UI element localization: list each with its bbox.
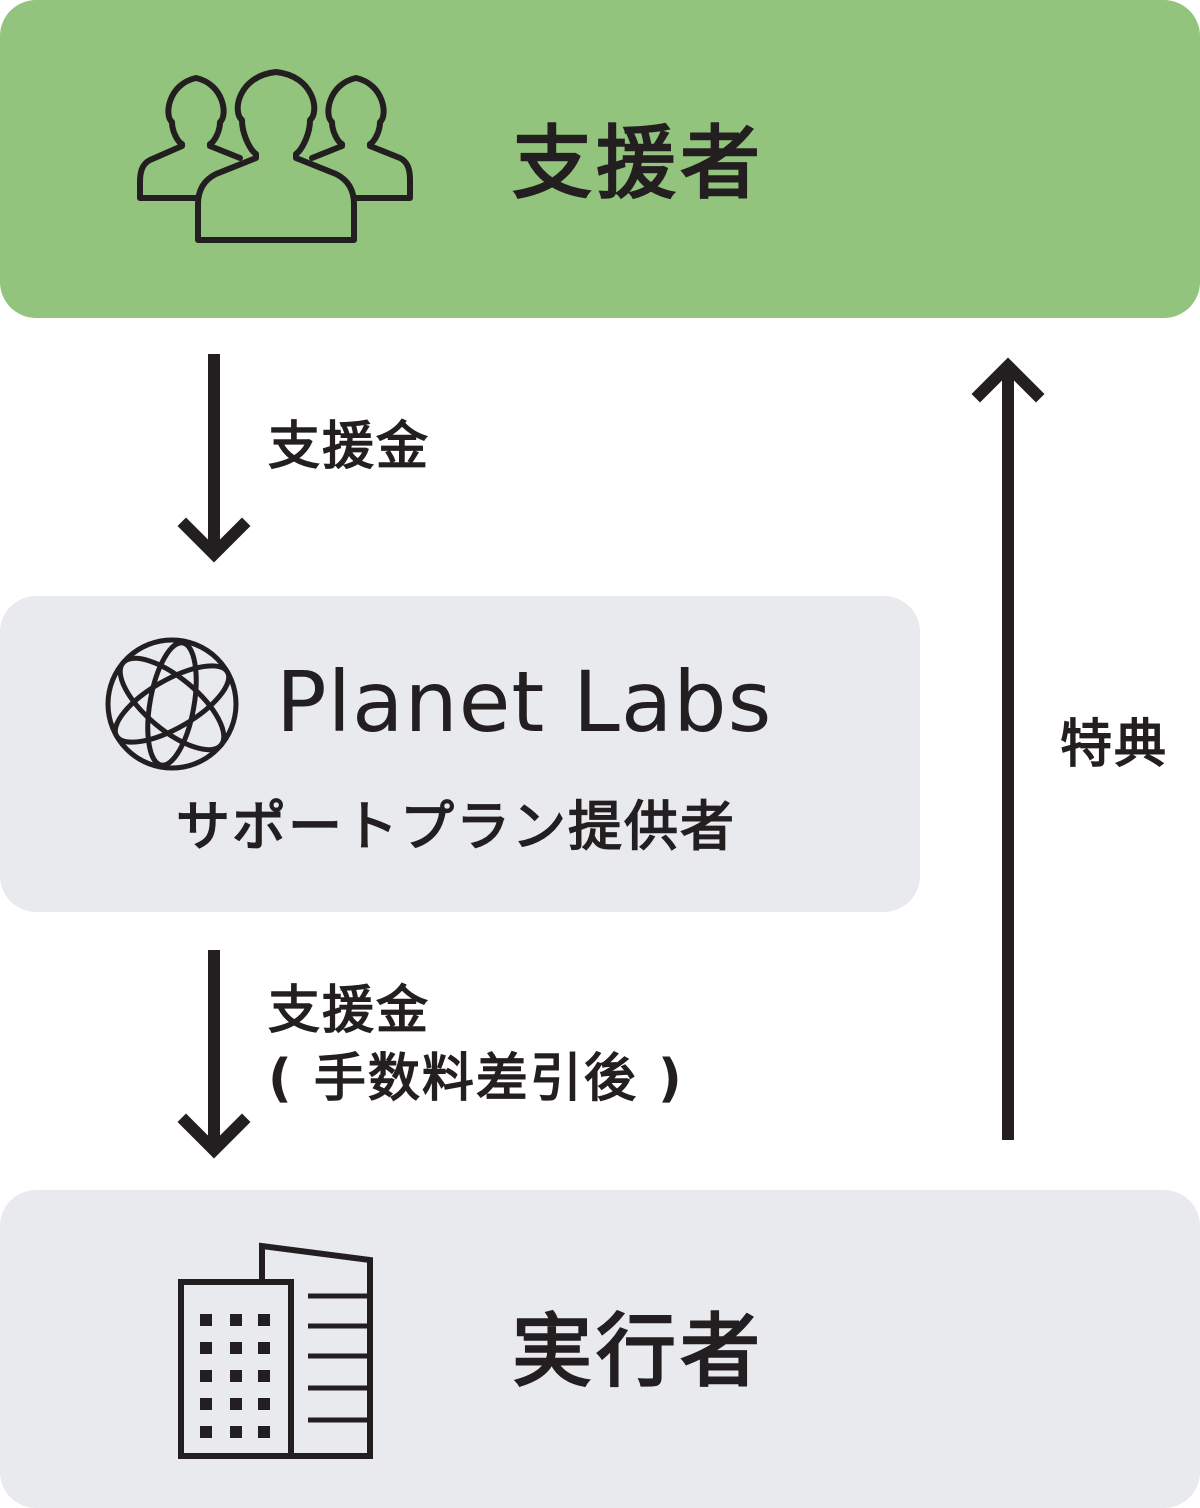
reward-flow-label: 特典 — [1060, 715, 1169, 775]
supporter-title: 支援者 — [512, 117, 764, 210]
provider-brand-name: Planet Labs — [276, 653, 773, 751]
supporter-box: 支援者 — [0, 0, 1200, 318]
second-flow-label-line1: 支援金 — [268, 981, 431, 1041]
planet-labs-logo-icon — [105, 637, 239, 771]
arrow-up-to-supporters-icon — [971, 357, 1045, 1140]
executor-title: 実行者 — [512, 1305, 764, 1398]
provider-subtitle: サポートプラン提供者 — [176, 795, 736, 858]
people-group-icon — [137, 69, 413, 243]
arrow-down-to-provider-icon — [177, 354, 251, 563]
second-flow-label-line2: ( 手数料差引後 ) — [268, 1049, 684, 1109]
first-flow-label: 支援金 — [268, 417, 431, 477]
arrow-down-to-executor-icon — [177, 950, 251, 1159]
office-building-icon — [178, 1242, 373, 1459]
